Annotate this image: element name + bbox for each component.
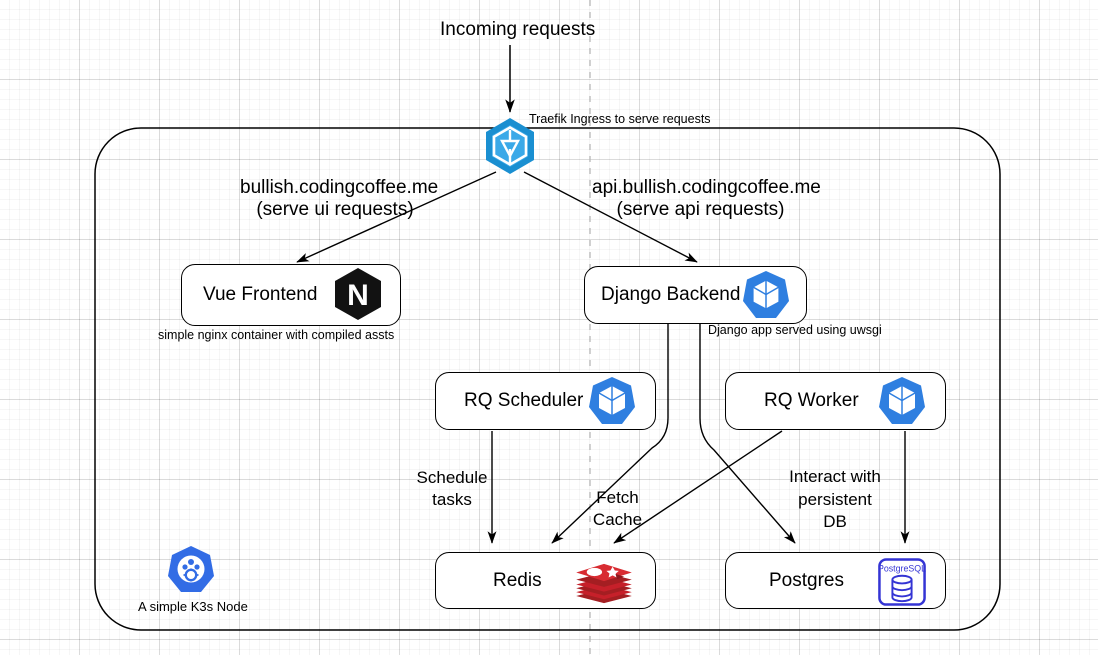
node-vue-frontend-title: Vue Frontend — [203, 284, 318, 305]
node-redis[interactable]: Redis — [435, 552, 656, 609]
edge-label-persistent-db-line2: persistent — [798, 490, 872, 509]
container-icon — [586, 376, 638, 428]
node-rq-scheduler[interactable]: RQ Scheduler — [435, 372, 656, 430]
traefik-icon[interactable] — [480, 116, 540, 176]
redis-icon — [572, 560, 636, 606]
node-django-backend-title: Django Backend — [601, 284, 741, 305]
postgres-icon: PostgreSQL — [877, 558, 927, 606]
edge-label-schedule-tasks-line2: tasks — [432, 490, 472, 509]
node-postgres-title: Postgres — [769, 569, 844, 591]
edge-ingress-to-vue — [296, 171, 497, 263]
node-rq-scheduler-title: RQ Scheduler — [464, 390, 584, 411]
route-api-host: api.bullish.codingcoffee.me — [592, 177, 821, 198]
edge-worker-to-redis — [613, 430, 783, 544]
edge-label-fetch-cache-line1: Fetch — [596, 488, 639, 507]
incoming-requests-label: Incoming requests — [440, 19, 596, 40]
node-postgres[interactable]: Postgres PostgreSQL — [725, 552, 946, 609]
postgres-icon-text: PostgreSQL — [878, 563, 926, 573]
route-ui-host: bullish.codingcoffee.me — [240, 177, 439, 198]
vue-frontend-caption: simple nginx container with compiled ass… — [158, 328, 395, 342]
k3s-node-icon — [166, 545, 216, 595]
edge-django-to-postgres — [699, 324, 796, 544]
nginx-icon: N — [332, 267, 384, 321]
edge-label-persistent-db-line3: DB — [823, 512, 847, 531]
edge-label-fetch-cache-line2: Cache — [592, 510, 643, 529]
node-django-backend[interactable]: Django Backend — [584, 266, 807, 324]
edge-django-to-redis — [551, 324, 669, 544]
edge-label-schedule-tasks-line1: Schedule — [416, 468, 488, 487]
node-vue-frontend[interactable]: Vue Frontend N — [181, 264, 401, 326]
route-ui-purpose: (serve ui requests) — [256, 199, 414, 220]
k3s-node-label: A simple K3s Node — [138, 599, 248, 614]
route-api-purpose: (serve api requests) — [616, 199, 785, 220]
k3s-node-container — [94, 127, 1001, 631]
node-rq-worker[interactable]: RQ Worker — [725, 372, 946, 430]
container-icon — [876, 376, 928, 428]
edge-label-persistent-db-line1: Interact with — [789, 467, 881, 486]
edge-ingress-to-django — [523, 171, 698, 263]
node-rq-worker-title: RQ Worker — [764, 390, 859, 411]
nginx-icon-letter: N — [347, 279, 369, 312]
node-redis-title: Redis — [493, 569, 542, 591]
container-icon — [740, 270, 792, 322]
traefik-ingress-caption: Traefik Ingress to serve requests — [529, 112, 711, 126]
django-backend-caption: Django app served using uwsgi — [708, 323, 882, 337]
